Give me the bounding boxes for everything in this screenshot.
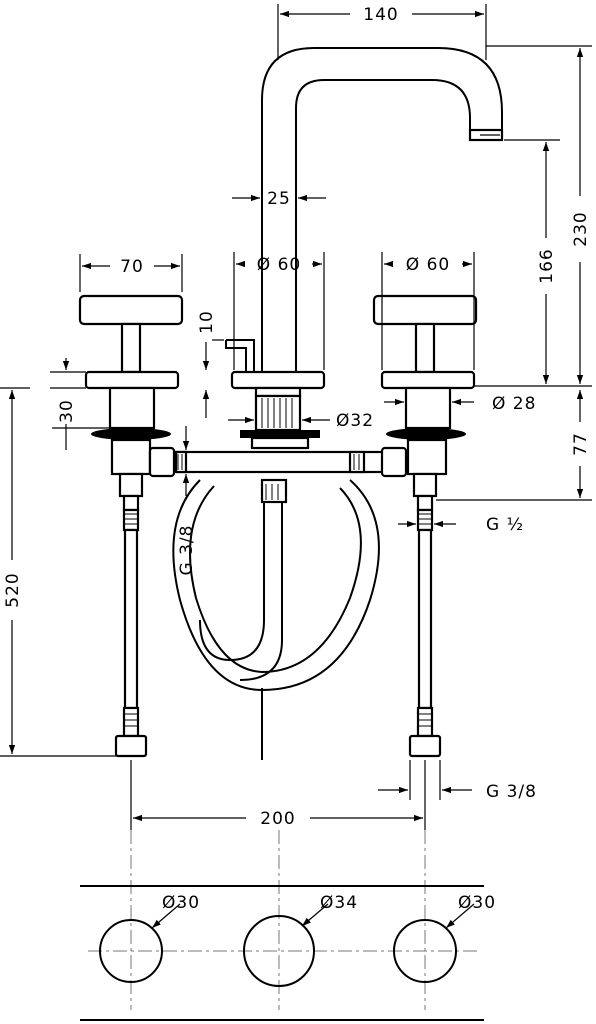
- dim-outlet-height: 166: [537, 248, 557, 283]
- hole-left-label: Ø30: [162, 893, 200, 913]
- right-supply-hose: [408, 508, 442, 758]
- dim-deck-thickness: 30: [57, 399, 77, 423]
- spout-base: [230, 370, 326, 450]
- dim-supply-thread: G 3/8: [486, 782, 537, 802]
- dim-shank-diameter-right: Ø 28: [492, 394, 536, 414]
- dim-base-diameter-right: Ø 60: [406, 255, 450, 275]
- left-cross-handle: [78, 294, 184, 512]
- dim-shank-diameter-center: Ø32: [336, 411, 374, 431]
- hole-right-label: Ø30: [458, 893, 496, 913]
- dim-spout-diameter: 25: [267, 189, 291, 209]
- pop-up-lever: [225, 339, 255, 372]
- left-supply-hose: [114, 508, 148, 758]
- dimension-lines: [0, 4, 592, 830]
- dim-connection-length: 520: [3, 572, 23, 607]
- hole-left: [99, 919, 163, 983]
- center-lines: [88, 830, 480, 1010]
- dimension-labels: 140 25 70 Ø 60 Ø 60 Ø32 Ø 28 G ½ G 3/8 2…: [3, 5, 591, 829]
- hose-assembly: [148, 446, 408, 760]
- dim-valve-thread: G ½: [486, 515, 524, 535]
- dim-lever-height: 10: [197, 310, 217, 334]
- spout: [261, 47, 504, 372]
- dim-spacing: 200: [260, 809, 295, 829]
- hole-right: [393, 919, 457, 983]
- mounting-hole-pattern: Ø30 Ø34 Ø30: [80, 885, 496, 1021]
- hole-center: [243, 915, 315, 987]
- dim-base-diameter-center: Ø 60: [257, 255, 301, 275]
- dim-valve-depth: 77: [571, 432, 591, 456]
- dim-handle-width: 70: [120, 257, 144, 277]
- dim-spout-reach: 140: [363, 5, 398, 25]
- right-cross-handle: [372, 294, 478, 512]
- dim-hose-thread: G 3/8: [177, 525, 197, 576]
- hole-center-label: Ø34: [320, 893, 358, 913]
- dim-total-height: 230: [571, 211, 591, 246]
